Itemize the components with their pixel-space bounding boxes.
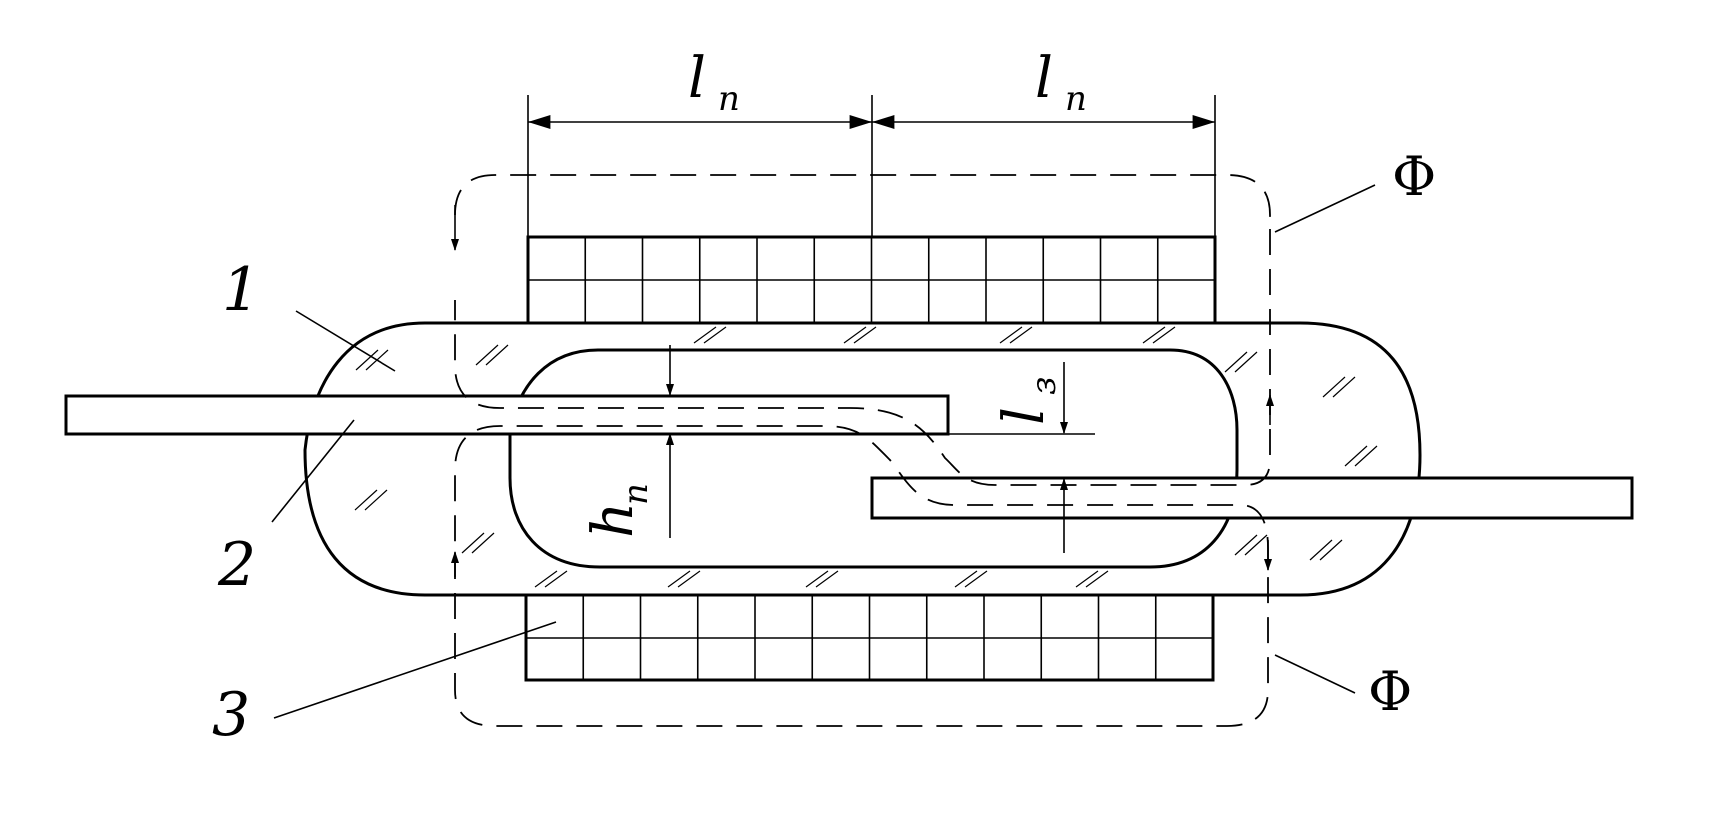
label-height-sub: п [616, 483, 656, 505]
label-length-left-sub: п [718, 79, 740, 119]
coil-top [526, 235, 1217, 325]
reed-left [64, 394, 950, 436]
label-flux-bottom: Φ [1368, 660, 1412, 723]
label-part-3: 3 [212, 680, 250, 750]
label-gap-sub: з [1024, 376, 1064, 395]
label-length-right: l [1035, 46, 1053, 111]
glass-hatching [354, 326, 1378, 588]
label-part-1: 1 [222, 255, 260, 325]
glass-envelope [303, 321, 1422, 597]
label-length-left: l [688, 46, 706, 111]
flux-path [451, 174, 1274, 727]
labels: l п l п h п l з Φ Φ 1 2 3 [212, 46, 1436, 750]
coil-bottom [524, 593, 1215, 682]
label-length-right-sub: п [1065, 79, 1087, 119]
label-gap: l [992, 407, 1057, 425]
leader-lines [271, 184, 1376, 719]
label-part-2: 2 [217, 530, 256, 600]
label-flux-top: Φ [1392, 145, 1436, 208]
reed-contacts [64, 394, 1634, 520]
dimensions [527, 95, 1216, 553]
label-height: h [581, 502, 646, 538]
